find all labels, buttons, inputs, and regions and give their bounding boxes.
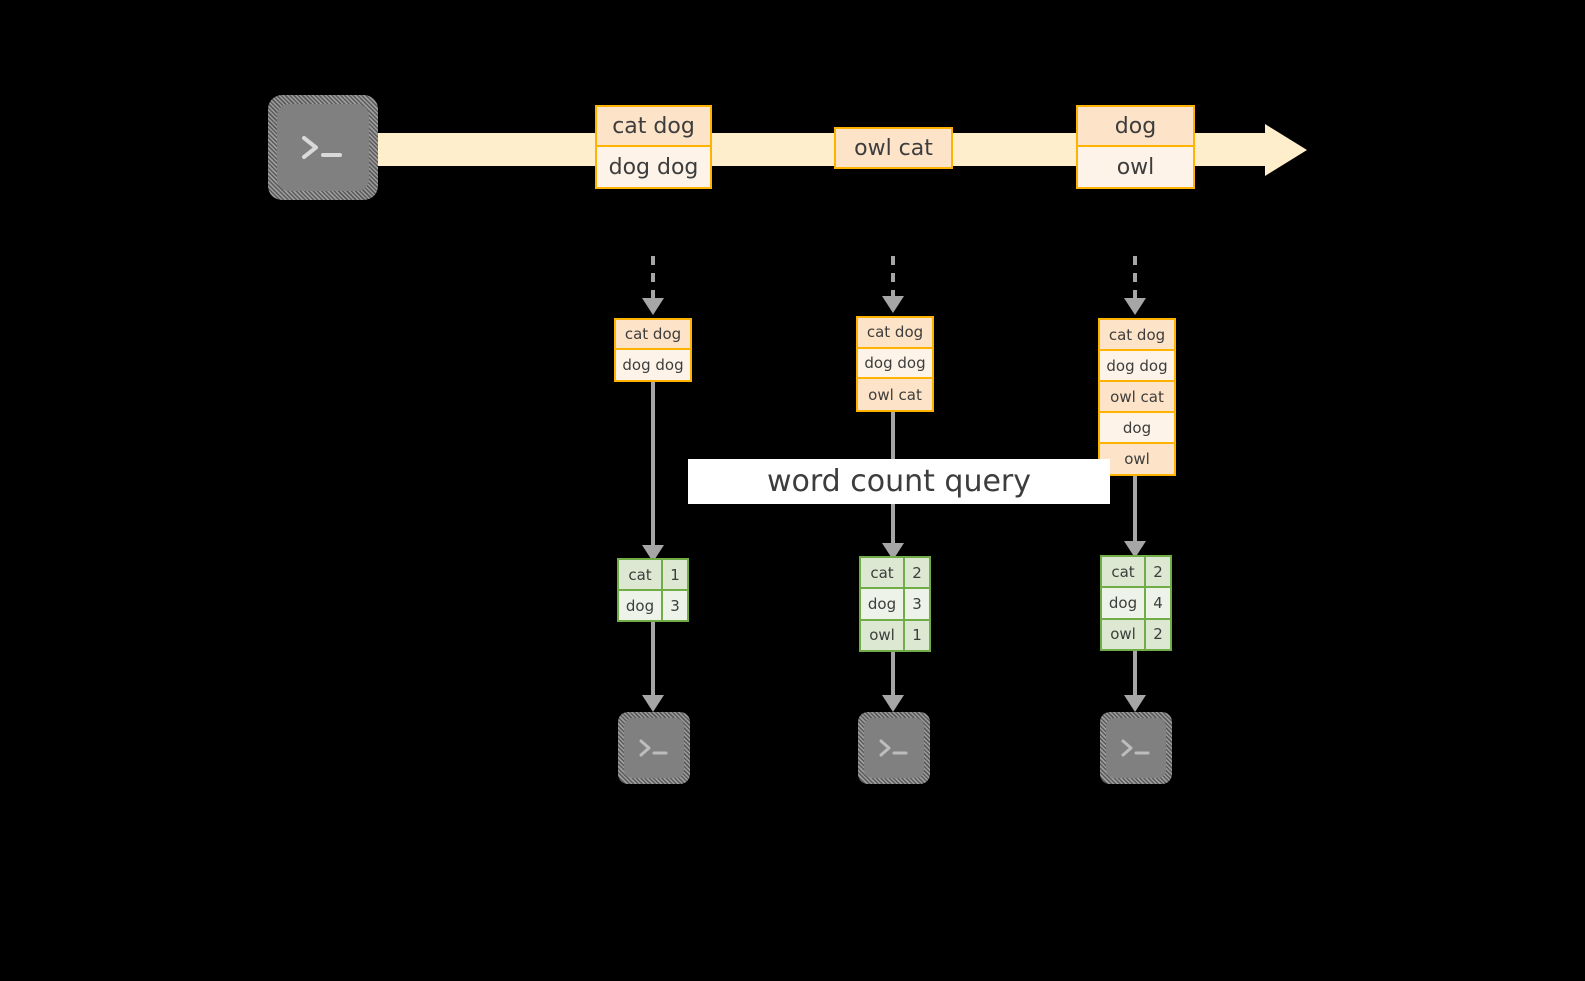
column-3-snapshot-row-1: cat dog <box>1100 320 1174 351</box>
column-1-snapshot: cat dog dog dog <box>614 318 692 382</box>
terminal-face <box>277 104 369 191</box>
column-2-sink-line <box>891 652 895 700</box>
column-3-snapshot: cat dog dog dog owl cat dog owl <box>1098 318 1176 476</box>
stream-event-2-line-1: owl cat <box>836 129 951 167</box>
terminal-face <box>624 718 684 778</box>
terminal-prompt-icon <box>1100 712 1172 784</box>
column-1-result-count-1: 1 <box>663 560 687 589</box>
column-1-result-count-2: 3 <box>663 591 687 620</box>
column-3-feed-arrowhead <box>1124 298 1146 315</box>
column-3-result-count-2: 4 <box>1146 588 1170 618</box>
column-2-result-count-2: 3 <box>905 589 929 619</box>
column-3-sink-arrowhead <box>1124 695 1146 712</box>
column-1-result-word-1: cat <box>619 560 663 589</box>
column-2-result-count-3: 1 <box>905 620 929 650</box>
column-3-result-count-3: 2 <box>1146 619 1170 649</box>
column-1-sink-line <box>651 622 655 700</box>
table-row: cat 1 <box>619 560 687 591</box>
table-row: cat 2 <box>861 558 929 590</box>
column-3-snapshot-row-2: dog dog <box>1100 351 1174 382</box>
column-2-result-word-1: cat <box>861 558 905 588</box>
terminal-face <box>864 718 924 778</box>
column-2-result-count-1: 2 <box>905 558 929 588</box>
terminal-prompt-icon <box>858 712 930 784</box>
column-1-query-line <box>651 382 655 550</box>
column-2-query-arrowhead <box>882 543 904 560</box>
column-3-sink-terminal-icon <box>1100 712 1172 784</box>
column-3-snapshot-row-4: dog <box>1100 413 1174 444</box>
stream-event-3: dog owl <box>1076 105 1195 189</box>
column-2-snapshot: cat dog dog dog owl cat <box>856 316 934 412</box>
table-row: dog 3 <box>861 589 929 621</box>
query-banner: word count query <box>688 459 1110 504</box>
stream-event-3-line-1: dog <box>1078 107 1193 148</box>
column-1-query-arrowhead <box>642 545 664 562</box>
source-terminal-icon <box>268 95 378 200</box>
stream-event-2: owl cat <box>834 127 953 169</box>
column-2-result-word-3: owl <box>861 620 905 650</box>
column-2-result-table: cat 2 dog 3 owl 1 <box>859 556 931 652</box>
terminal-prompt-icon <box>268 95 378 200</box>
column-3-result-table: cat 2 dog 4 owl 2 <box>1100 555 1172 651</box>
column-1-feed-line <box>651 256 655 300</box>
table-row: owl 1 <box>861 620 929 650</box>
column-2-snapshot-row-1: cat dog <box>858 318 932 349</box>
stream-event-3-line-2: owl <box>1078 147 1193 187</box>
stream-event-1-line-1: cat dog <box>597 107 710 148</box>
column-1-sink-arrowhead <box>642 695 664 712</box>
column-1-sink-terminal-icon <box>618 712 690 784</box>
column-2-snapshot-row-2: dog dog <box>858 348 932 380</box>
terminal-prompt-icon <box>618 712 690 784</box>
column-3-snapshot-row-3: owl cat <box>1100 382 1174 413</box>
table-row: dog 3 <box>619 591 687 620</box>
column-3-sink-line <box>1133 651 1137 700</box>
stream-arrow-head <box>1265 124 1307 176</box>
column-2-result-word-2: dog <box>861 589 905 619</box>
column-3-result-word-2: dog <box>1102 588 1146 618</box>
column-2-sink-terminal-icon <box>858 712 930 784</box>
column-3-result-word-3: owl <box>1102 619 1146 649</box>
column-3-result-word-1: cat <box>1102 557 1146 587</box>
column-3-feed-line <box>1133 256 1137 300</box>
terminal-face <box>1106 718 1166 778</box>
column-3-query-line <box>1133 476 1137 548</box>
column-2-sink-arrowhead <box>882 695 904 712</box>
table-row: owl 2 <box>1102 619 1170 649</box>
column-1-snapshot-row-1: cat dog <box>616 320 690 351</box>
column-3-query-arrowhead <box>1124 541 1146 558</box>
column-2-snapshot-row-3: owl cat <box>858 379 932 411</box>
column-2-feed-line <box>891 256 895 298</box>
table-row: cat 2 <box>1102 557 1170 589</box>
table-row: dog 4 <box>1102 588 1170 620</box>
column-1-feed-arrowhead <box>642 298 664 315</box>
column-1-result-word-2: dog <box>619 591 663 620</box>
stream-event-1: cat dog dog dog <box>595 105 712 189</box>
column-3-result-count-1: 2 <box>1146 557 1170 587</box>
column-3-snapshot-row-5: owl <box>1100 444 1174 474</box>
column-1-snapshot-row-2: dog dog <box>616 350 690 380</box>
stream-event-1-line-2: dog dog <box>597 147 710 187</box>
column-2-feed-arrowhead <box>882 296 904 313</box>
column-1-result-table: cat 1 dog 3 <box>617 558 689 622</box>
